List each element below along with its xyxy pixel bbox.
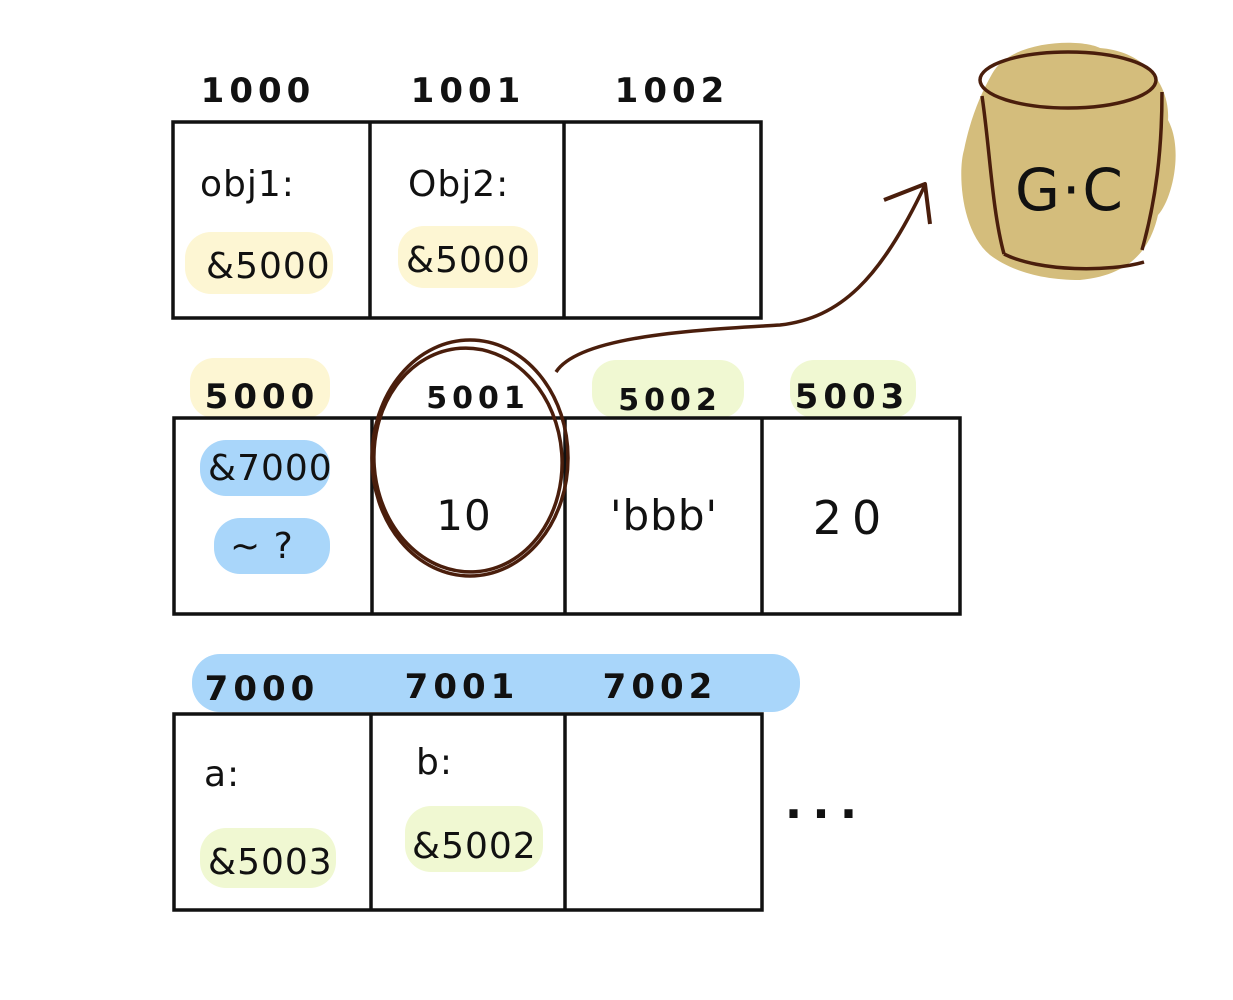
highlight-row3-addresses: [192, 654, 800, 712]
address-5002: 5002: [618, 383, 722, 418]
highlight-addr-5003: [790, 360, 916, 418]
row-3-cells: a: &5003 b: &5002: [204, 742, 537, 883]
row-3-addresses: 7000 7001 7002: [205, 667, 718, 709]
row-1-grid: [171, 120, 763, 320]
highlight-obj1-ref: [185, 232, 333, 294]
unreferenced-circle: [370, 338, 570, 578]
obj1-label: obj1:: [200, 164, 295, 205]
address-1002: 1002: [615, 71, 730, 111]
cell-5000-ref: &7000: [208, 448, 333, 489]
highlight-obj2-ref: [398, 226, 538, 288]
highlight-ref-7000: [200, 440, 330, 496]
address-5000: 5000: [205, 377, 320, 417]
obj1-ref: &5000: [206, 246, 331, 287]
cell-5001-value: 10: [436, 491, 491, 540]
cell-5000-question: ~ ?: [230, 526, 294, 567]
address-7000: 7000: [205, 669, 320, 709]
address-7001: 7001: [405, 667, 520, 707]
gc-label: G·C: [1015, 156, 1125, 224]
obj2-ref: &5000: [406, 240, 531, 281]
row-2-cells: &7000 ~ ? 10 'bbb' 20: [208, 448, 892, 567]
address-5003: 5003: [795, 377, 910, 417]
highlight-addr-5002: [592, 360, 744, 418]
a-ref: &5003: [208, 842, 333, 883]
highlight-addr-5000: [190, 358, 330, 418]
row-1-cells: obj1: &5000 Obj2: &5000: [200, 164, 531, 287]
highlight-a-ref: [200, 828, 336, 888]
highlights: [185, 226, 916, 888]
address-1001: 1001: [411, 71, 526, 111]
ellipsis: ...: [785, 775, 867, 829]
row-3-grid: [172, 712, 764, 912]
row-2-addresses: 5000 5001 5002 5003: [205, 377, 910, 418]
address-1000: 1000: [201, 71, 316, 111]
gc-arrow: [554, 182, 932, 374]
obj2-label: Obj2:: [408, 164, 509, 205]
b-ref: &5002: [412, 826, 537, 867]
row-1-addresses: 1000 1001 1002: [201, 71, 730, 111]
a-label: a:: [204, 754, 240, 795]
b-label: b:: [416, 742, 453, 783]
highlight-b-ref: [405, 806, 543, 872]
address-7002: 7002: [603, 667, 718, 707]
highlight-question: [214, 518, 330, 574]
cell-5002-value: 'bbb': [610, 491, 718, 540]
cell-5003-value: 20: [813, 491, 892, 545]
address-5001: 5001: [426, 381, 530, 416]
gc-bucket: G·C: [961, 42, 1176, 280]
